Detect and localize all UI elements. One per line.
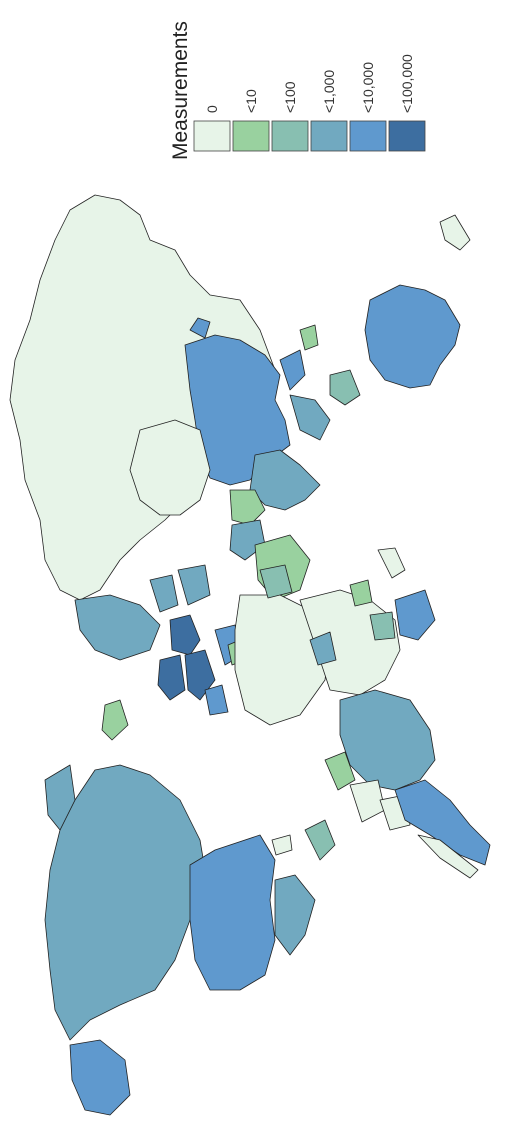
legend-swatch bbox=[193, 120, 231, 152]
country-indonesia bbox=[329, 369, 361, 406]
legend-swatch bbox=[349, 120, 387, 152]
legend-label: <10 bbox=[243, 89, 259, 113]
country-ethiopia bbox=[369, 611, 396, 641]
country-scandinavia bbox=[74, 594, 161, 661]
country-brazil bbox=[339, 689, 436, 791]
country-africa-north bbox=[234, 594, 331, 726]
legend-swatch bbox=[310, 120, 348, 152]
country-colombia bbox=[324, 751, 356, 791]
legend-swatch bbox=[271, 120, 309, 152]
country-new-zealand bbox=[439, 214, 471, 251]
legend-label: <100,000 bbox=[399, 54, 415, 113]
country-uk bbox=[157, 654, 186, 701]
country-kenya bbox=[349, 579, 373, 607]
country-vietnam bbox=[279, 349, 306, 391]
country-south-africa bbox=[394, 589, 436, 641]
country-egypt bbox=[259, 564, 293, 599]
country-chile bbox=[417, 834, 479, 879]
legend-label: <10,000 bbox=[360, 62, 376, 113]
country-ukraine bbox=[177, 564, 211, 606]
country-peru bbox=[349, 779, 386, 823]
country-iran bbox=[229, 489, 266, 526]
legend-label: <1,000 bbox=[321, 70, 337, 113]
western-hemisphere bbox=[44, 689, 491, 1116]
legend-title: Measurements bbox=[169, 21, 192, 160]
country-kazakhstan bbox=[129, 419, 211, 516]
country-central-america bbox=[304, 819, 336, 861]
legend-label: 0 bbox=[204, 105, 220, 113]
country-poland bbox=[149, 574, 179, 613]
country-nigeria bbox=[309, 631, 337, 666]
country-cuba bbox=[271, 834, 293, 856]
legend-label: <100 bbox=[282, 81, 298, 113]
country-canada bbox=[44, 764, 206, 1041]
country-mexico bbox=[274, 874, 316, 956]
legend-swatch bbox=[232, 120, 270, 152]
country-philippines bbox=[299, 324, 319, 351]
country-usa-alaska bbox=[69, 1039, 131, 1116]
eastern-hemisphere bbox=[9, 194, 471, 741]
country-madagascar bbox=[377, 547, 406, 579]
country-japan bbox=[189, 317, 211, 339]
country-spain bbox=[204, 684, 229, 716]
country-argentina bbox=[394, 779, 491, 866]
legend-swatch bbox=[388, 120, 426, 152]
country-thailand bbox=[289, 394, 331, 441]
country-iceland bbox=[101, 699, 129, 741]
country-australia bbox=[364, 284, 461, 389]
country-usa bbox=[189, 834, 276, 991]
country-greenland-region bbox=[44, 764, 76, 831]
country-germany bbox=[169, 614, 201, 656]
legend: Measurements 0 <10 <100 <1,000 <10,000 <100,0… bbox=[169, 21, 426, 160]
